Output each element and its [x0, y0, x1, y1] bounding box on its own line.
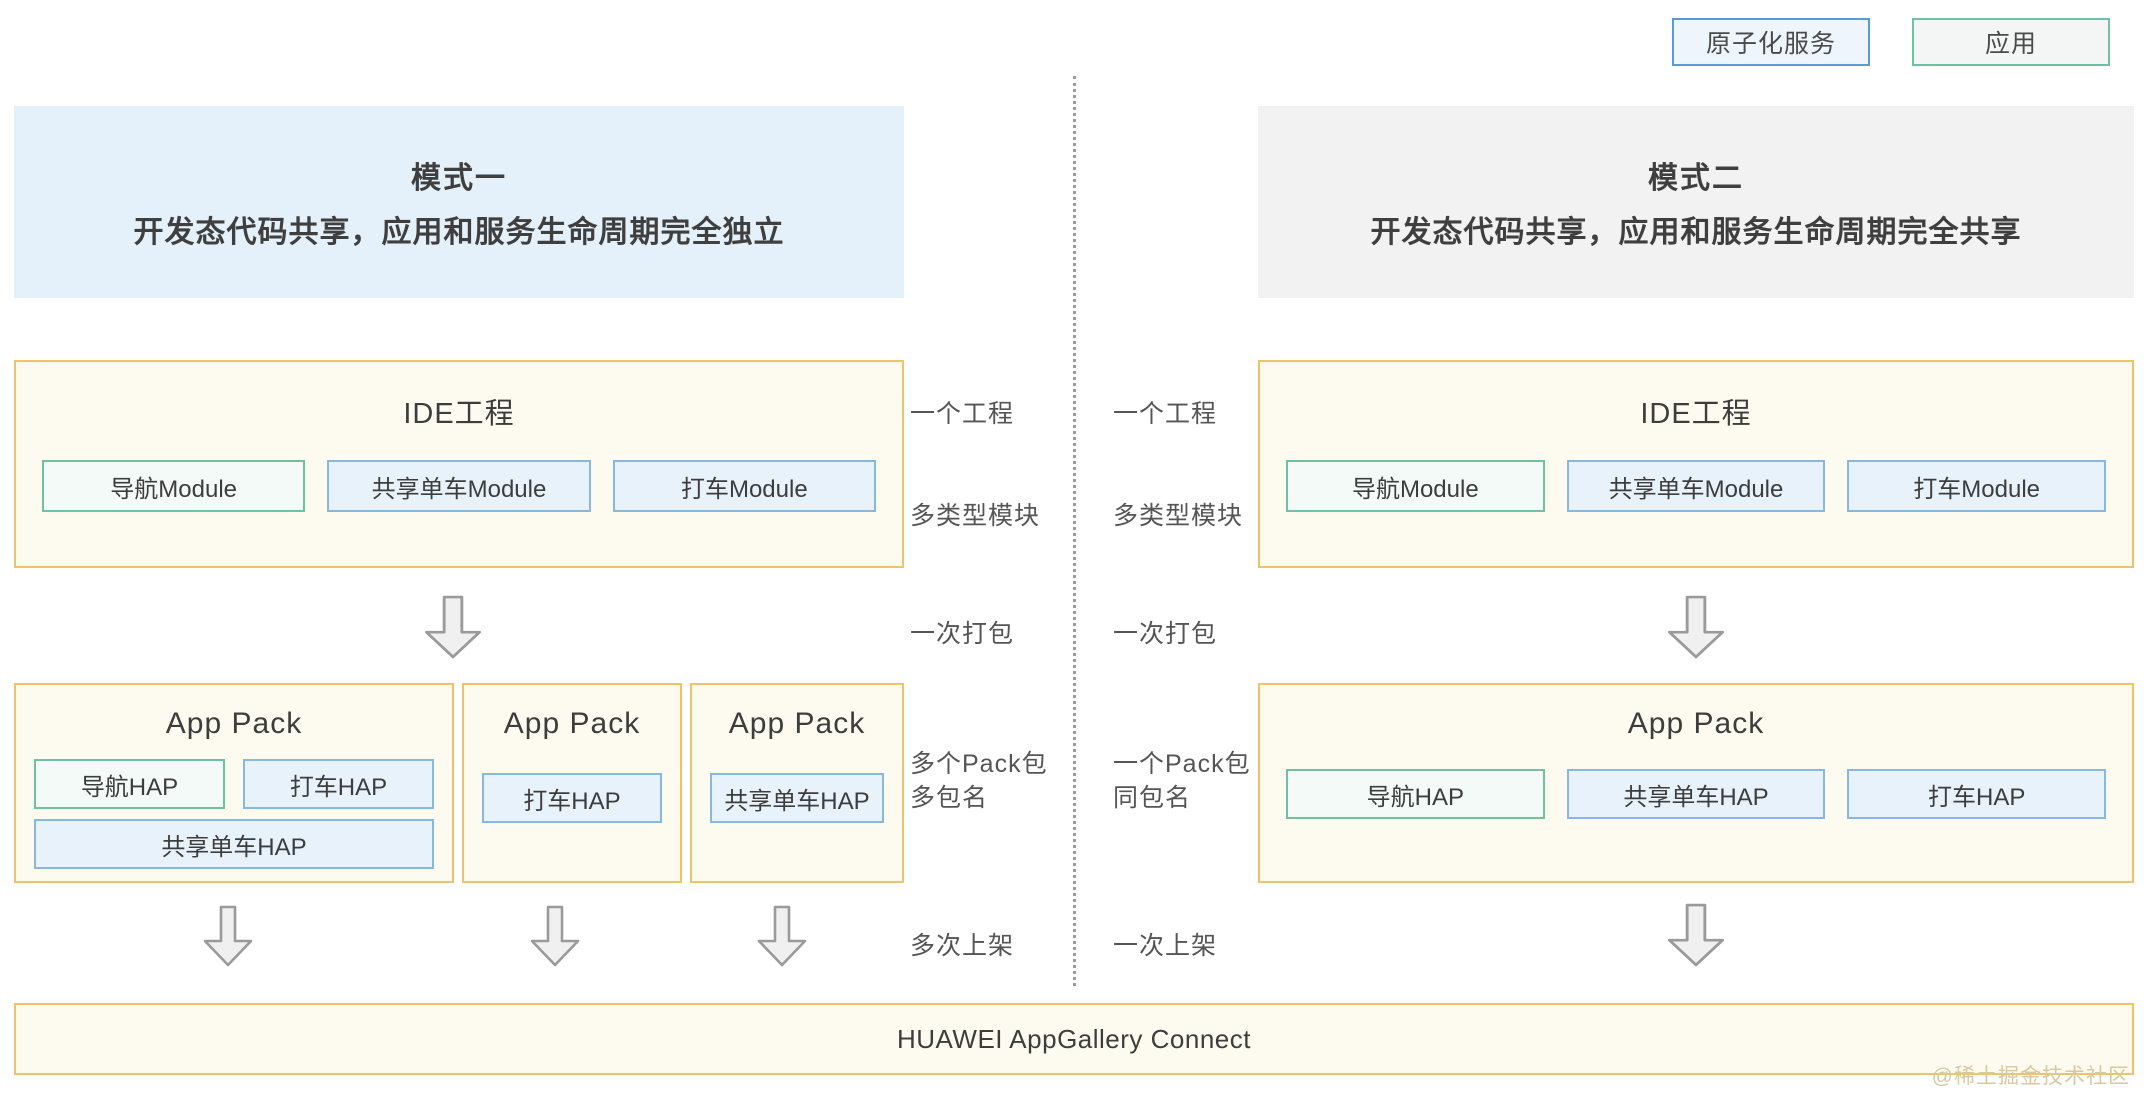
hap-label: 导航HAP — [80, 773, 179, 801]
app-pack-card-left-2: App Pack 打车HAP — [462, 683, 682, 883]
panel-left-title: 模式一 — [411, 162, 507, 195]
legend-item-atomic-service: 原子化服务 — [1672, 18, 1870, 66]
legend: 原子化服务 应用 — [1672, 18, 2110, 66]
label-left-pack-count: 多个Pack包 多包名 — [910, 750, 1048, 812]
module-label: 打车Module — [680, 475, 808, 503]
app-pack-card-left-1: App Pack 导航HAP 打车HAP 共享单车HAP — [14, 683, 454, 883]
app-pack-title: App Pack — [165, 707, 303, 740]
panel-right-header: 模式二 开发态代码共享，应用和服务生命周期完全共享 — [1258, 106, 2134, 298]
vertical-dotted-divider — [1073, 76, 1076, 986]
label-left-one-project: 一个工程 — [910, 400, 1015, 428]
hap-label: 导航HAP — [1366, 783, 1465, 811]
module-box-taxi-right[interactable]: 打车Module — [1847, 460, 2107, 512]
label-left-multi-module: 多类型模块 — [910, 502, 1041, 530]
arrow-down-pack-right — [1665, 595, 1727, 659]
app-pack-title: App Pack — [1627, 707, 1765, 740]
app-pack-title: App Pack — [728, 707, 866, 740]
arrow-down-publish-left-1 — [200, 905, 256, 967]
app-pack-card-right: App Pack 导航HAP 共享单车HAP 打车HAP — [1258, 683, 2134, 883]
hap-row-left-2: 打车HAP — [464, 773, 680, 823]
hap-row-right: 导航HAP 共享单车HAP 打车HAP — [1260, 769, 2132, 819]
hap-box-navigation[interactable]: 导航HAP — [34, 759, 225, 809]
label-right-pack-once: 一次打包 — [1113, 620, 1218, 648]
module-label: 导航Module — [1351, 475, 1479, 503]
ide-project-title-right: IDE工程 — [1640, 398, 1752, 430]
legend-label-atomic-service: 原子化服务 — [1705, 30, 1836, 58]
app-pack-card-left-3: App Pack 共享单车HAP — [690, 683, 904, 883]
hap-row-left-3: 共享单车HAP — [692, 773, 902, 823]
label-right-pack-count: 一个Pack包 同包名 — [1113, 750, 1251, 812]
module-box-bikeshare-right[interactable]: 共享单车Module — [1566, 460, 1826, 512]
watermark: @稀土掘金技术社区 — [1931, 1065, 2130, 1088]
module-row-right: 导航Module 共享单车Module 打车Module — [1260, 460, 2132, 512]
module-box-navigation-right[interactable]: 导航Module — [1286, 460, 1545, 512]
hap-label: 打车HAP — [523, 787, 621, 815]
module-row-left: 导航Module 共享单车Module 打车Module — [16, 460, 902, 512]
panel-right: 模式二 开发态代码共享，应用和服务生命周期完全共享 — [1258, 106, 2134, 298]
module-box-navigation-left[interactable]: 导航Module — [42, 460, 306, 512]
hap-label: 打车HAP — [1928, 783, 2026, 811]
module-label: 打车Module — [1913, 475, 2041, 503]
panel-left: 模式一 开发态代码共享，应用和服务生命周期完全独立 — [14, 106, 904, 298]
hap-label: 共享单车HAP — [724, 787, 870, 815]
label-right-multi-module: 多类型模块 — [1113, 502, 1244, 530]
module-label: 共享单车Module — [1608, 475, 1784, 503]
hap-label: 打车HAP — [289, 773, 388, 801]
hap-box-bikeshare[interactable]: 共享单车HAP — [34, 819, 434, 869]
hap-box-navigation[interactable]: 导航HAP — [1286, 769, 1545, 819]
hap-box-taxi[interactable]: 打车HAP — [243, 759, 434, 809]
app-pack-title: App Pack — [503, 707, 641, 740]
label-left-pack-once: 一次打包 — [910, 620, 1015, 648]
panel-left-subtitle: 开发态代码共享，应用和服务生命周期完全独立 — [133, 216, 785, 249]
arrow-down-publish-right — [1665, 903, 1727, 967]
label-right-publish: 一次上架 — [1113, 932, 1218, 960]
arrow-down-publish-left-3 — [754, 905, 810, 967]
ide-project-card-right: IDE工程 导航Module 共享单车Module 打车Module — [1258, 360, 2134, 568]
module-box-bikeshare-left[interactable]: 共享单车Module — [327, 460, 591, 512]
hap-row-left-1a: 导航HAP 打车HAP — [16, 759, 452, 809]
appgallery-connect-label: HUAWEI AppGallery Connect — [896, 1023, 1251, 1054]
arrow-down-publish-left-2 — [527, 905, 583, 967]
hap-box-taxi[interactable]: 打车HAP — [482, 773, 662, 823]
ide-project-title-left: IDE工程 — [403, 398, 515, 430]
panel-left-header: 模式一 开发态代码共享，应用和服务生命周期完全独立 — [14, 106, 904, 298]
module-box-taxi-left[interactable]: 打车Module — [612, 460, 876, 512]
ide-project-card-left: IDE工程 导航Module 共享单车Module 打车Module — [14, 360, 904, 568]
legend-item-application: 应用 — [1912, 18, 2110, 66]
hap-box-bikeshare[interactable]: 共享单车HAP — [710, 773, 884, 823]
legend-label-application: 应用 — [1984, 30, 2037, 58]
hap-row-left-1b: 共享单车HAP — [16, 819, 452, 869]
module-label: 导航Module — [110, 475, 238, 503]
appgallery-connect-bar: HUAWEI AppGallery Connect — [14, 1003, 2134, 1075]
module-label: 共享单车Module — [371, 475, 547, 503]
hap-box-bikeshare[interactable]: 共享单车HAP — [1566, 769, 1826, 819]
panel-right-subtitle: 开发态代码共享，应用和服务生命周期完全共享 — [1370, 216, 2022, 249]
panel-right-title: 模式二 — [1648, 162, 1744, 195]
hap-box-taxi[interactable]: 打车HAP — [1847, 769, 2107, 819]
arrow-down-pack-left — [422, 595, 484, 659]
hap-label: 共享单车HAP — [161, 833, 307, 861]
label-right-one-project: 一个工程 — [1113, 400, 1218, 428]
label-left-publish: 多次上架 — [910, 932, 1015, 960]
hap-label: 共享单车HAP — [1623, 783, 1769, 811]
